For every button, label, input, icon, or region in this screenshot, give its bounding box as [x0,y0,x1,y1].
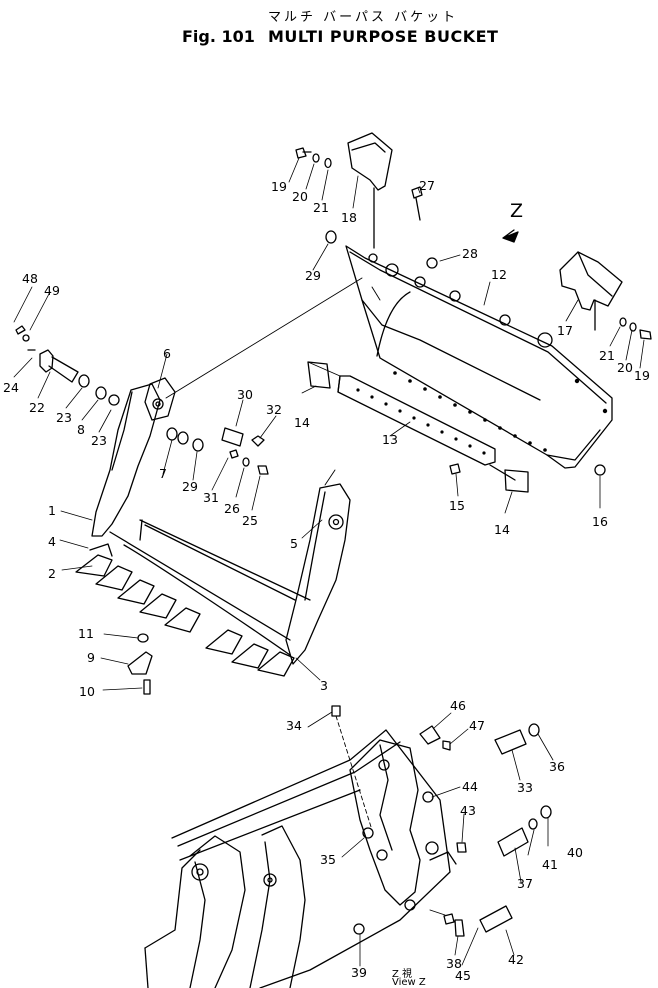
part-number-13: 13 [382,432,398,447]
part-number-39: 39 [351,965,367,980]
part-number-32: 32 [266,402,282,417]
part-number-9: 9 [87,650,95,665]
part-number-21: 21 [313,200,329,215]
part-number-15: 15 [449,498,465,513]
part-number-22: 22 [29,400,45,415]
part-number-35: 35 [320,852,336,867]
part-number-8: 8 [77,422,85,437]
bucket-teeth [75,543,295,677]
figure-number: Fig. 101 [182,27,255,46]
part-number-23: 23 [91,433,107,448]
part-number-5: 5 [290,536,298,551]
part-number-30: 30 [237,387,253,402]
part-number-3: 3 [320,678,328,693]
part-number-21: 21 [599,348,615,363]
part-number-29: 29 [182,479,198,494]
view-z-caption: View Z [392,977,426,988]
part-number-40: 40 [567,845,583,860]
leader-lines [13,157,645,967]
view-z-caption-japanese: Z 視 [392,969,413,980]
part-number-18: 18 [341,210,357,225]
cutting-edge-assembly [295,132,652,493]
part-number-10: 10 [79,684,95,699]
part-number-24: 24 [3,380,19,395]
title-japanese: マルチ バーパス バケット [268,10,459,25]
part-number-49: 49 [44,283,60,298]
part-number-14: 14 [294,415,310,430]
part-number-19: 19 [634,368,650,383]
part-number-17: 17 [557,323,573,338]
part-number-37: 37 [517,876,533,891]
part-number-19: 19 [271,179,287,194]
part-number-47: 47 [469,718,485,733]
part-number-33: 33 [517,780,533,795]
part-number-36: 36 [549,759,565,774]
part-number-28: 28 [462,246,478,261]
part-number-25: 25 [242,513,258,528]
view-z-assembly [144,705,552,988]
part-number-44: 44 [462,779,478,794]
part-number-2: 2 [48,566,56,581]
part-number-45: 45 [455,968,471,983]
part-number-7: 7 [159,466,167,481]
part-number-20: 20 [292,189,308,204]
part-number-12: 12 [491,267,507,282]
part-number-20: 20 [617,360,633,375]
part-number-16: 16 [592,514,608,529]
part-number-29: 29 [305,268,321,283]
part-number-14: 14 [494,522,510,537]
part-number-6: 6 [163,346,171,361]
part-number-48: 48 [22,271,38,286]
view-z-arrow-label: Z [510,200,524,222]
part-number-46: 46 [450,698,466,713]
part-number-34: 34 [286,718,302,733]
bucket-assembly [15,277,381,695]
part-number-42: 42 [508,952,524,967]
part-number-27: 27 [419,178,435,193]
part-number-31: 31 [203,490,219,505]
part-number-26: 26 [224,501,240,516]
part-number-1: 1 [48,503,56,518]
part-number-38: 38 [446,956,462,971]
part-number-41: 41 [542,857,558,872]
part-number-43: 43 [460,803,476,818]
figure-title: MULTI PURPOSE BUCKET [268,27,499,46]
part-number-4: 4 [48,534,56,549]
part-number-23: 23 [56,410,72,425]
part-number-11: 11 [78,626,94,641]
